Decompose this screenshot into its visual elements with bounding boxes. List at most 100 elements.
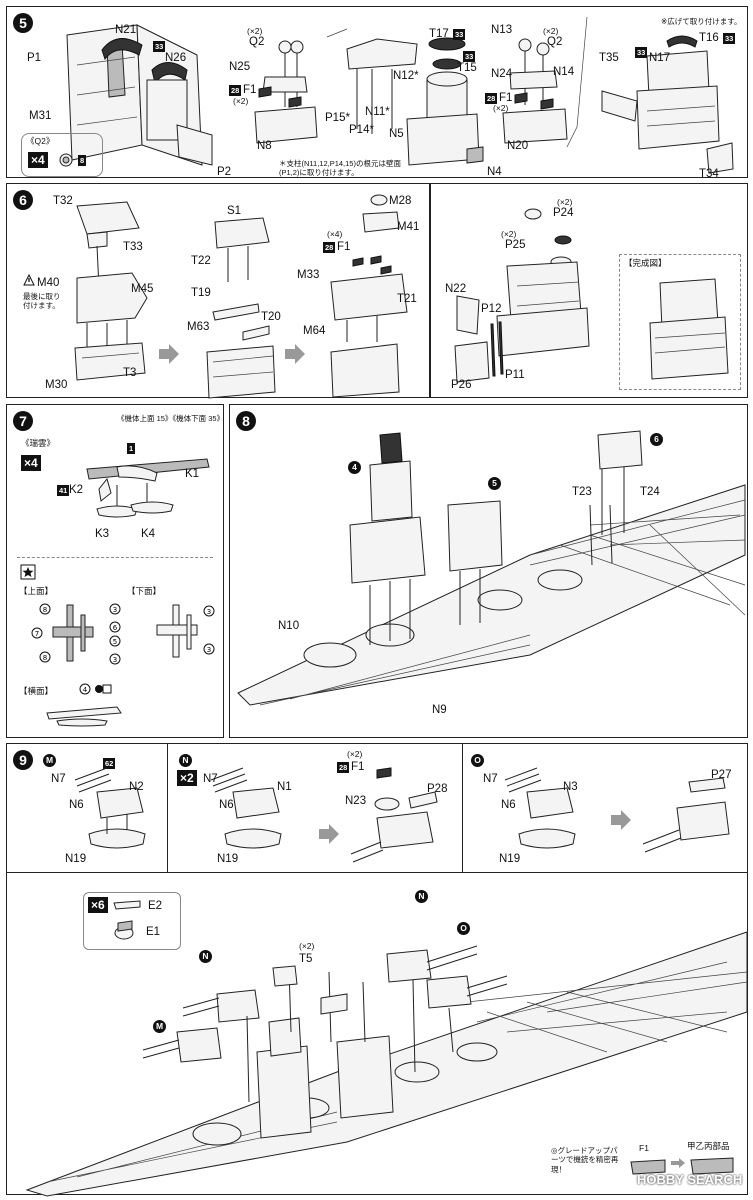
sub-assembly-5: 5 bbox=[488, 477, 501, 490]
watermark: HOBBY SEARCH bbox=[637, 1172, 743, 1187]
final-hull-drawing bbox=[25, 931, 748, 1197]
bottom-view-drawing: 3 3 bbox=[156, 604, 215, 658]
label-N9: N9 bbox=[432, 704, 447, 716]
label-P2: P2 bbox=[217, 166, 232, 178]
label-Q2a: Q2 bbox=[249, 36, 265, 48]
sub-assembly-4: 4 bbox=[348, 461, 361, 474]
label-N8: N8 bbox=[257, 140, 272, 152]
tag-28b: 28 bbox=[485, 93, 498, 104]
label-M41: M41 bbox=[397, 221, 420, 233]
label-F1-s6: F1 bbox=[337, 241, 351, 253]
warning-icon bbox=[23, 273, 35, 286]
label-N13: N13 bbox=[491, 24, 513, 36]
label-M63: M63 bbox=[187, 321, 210, 333]
label-o-N3: N3 bbox=[563, 781, 578, 793]
completed-view-label: 【完成図】 bbox=[624, 258, 667, 268]
turret-o-completed-drawing bbox=[642, 777, 730, 853]
label-T17: T17 bbox=[429, 28, 449, 40]
svg-text:7: 7 bbox=[35, 630, 39, 638]
label-P24: P24 bbox=[553, 207, 574, 219]
group-n-multiplier: ×2 bbox=[177, 770, 197, 786]
m41-assembly-drawing bbox=[330, 194, 408, 398]
p24-x2: (×2) bbox=[557, 197, 573, 207]
tower-assembly-drawing bbox=[346, 37, 484, 166]
label-Q2b: Q2 bbox=[547, 36, 563, 48]
label-n-P28: P28 bbox=[427, 783, 448, 795]
star-icon bbox=[20, 564, 36, 580]
label-P11: P11 bbox=[505, 369, 525, 381]
top-view-label: 【上面】 bbox=[19, 586, 54, 596]
q2-inset: 《Q2》 ×4 8 bbox=[21, 133, 103, 177]
label-T3: T3 bbox=[123, 367, 137, 379]
group-divider-1 bbox=[167, 744, 168, 872]
q2-part-icon bbox=[59, 153, 73, 167]
label-T32: T32 bbox=[53, 195, 73, 207]
label-P14: P14* bbox=[349, 124, 374, 136]
label-o-N6: N6 bbox=[501, 799, 516, 811]
top-view-drawing: 8 7 8 3 6 5 3 bbox=[31, 603, 121, 665]
label-m-N19: N19 bbox=[65, 853, 87, 865]
label-T24: T24 bbox=[640, 486, 660, 498]
label-T35: T35 bbox=[599, 52, 619, 64]
arrow-icon bbox=[285, 344, 305, 364]
tag-28d: 28 bbox=[337, 762, 350, 773]
svg-text:3: 3 bbox=[113, 606, 117, 614]
label-M30: M30 bbox=[45, 379, 68, 391]
label-P1: P1 bbox=[27, 52, 42, 64]
step-number: 5 bbox=[13, 13, 33, 33]
label-T34: T34 bbox=[699, 168, 719, 180]
step-6-panel: 6 T32 T33 M40 最後に取り付けます。 M45 M30 T3 S1 T… bbox=[6, 183, 748, 399]
label-E1: E1 bbox=[146, 926, 161, 938]
footer-parts-drawing bbox=[630, 1157, 734, 1175]
tag-33b: 33 bbox=[453, 29, 466, 40]
label-N20: N20 bbox=[507, 140, 529, 152]
footer-kou: 甲乙丙部品 bbox=[687, 1141, 730, 1151]
step-9-panel: 9 M 62 N7 N6 N2 N19 N ×2 N7 N6 N1 N19 (×… bbox=[6, 743, 748, 1197]
footer-F1: F1 bbox=[639, 1143, 649, 1153]
label-M28: M28 bbox=[389, 195, 412, 207]
n-f1-x2: (×2) bbox=[347, 749, 363, 759]
zoom-guide-lines bbox=[326, 16, 588, 148]
step-number: 7 bbox=[13, 411, 33, 431]
label-n-N7: N7 bbox=[203, 773, 218, 785]
step-6-divider bbox=[429, 184, 431, 397]
label-N21: N21 bbox=[115, 24, 137, 36]
label-T15: T15 bbox=[457, 62, 477, 74]
label-E2: E2 bbox=[148, 900, 163, 912]
group-o-badge: O bbox=[471, 754, 484, 767]
hull-turret-m-badge: M bbox=[153, 1020, 166, 1033]
arrow-icon bbox=[319, 824, 339, 844]
label-T20: T20 bbox=[261, 311, 281, 323]
label-m-N6: N6 bbox=[69, 799, 84, 811]
svg-text:3: 3 bbox=[113, 656, 117, 664]
s1-assembly-drawing bbox=[206, 217, 276, 399]
svg-text:6: 6 bbox=[113, 624, 118, 632]
label-T33: T33 bbox=[123, 241, 143, 253]
label-M31: M31 bbox=[29, 110, 52, 122]
label-K4: K4 bbox=[141, 528, 156, 540]
label-N26: N26 bbox=[165, 52, 187, 64]
color-note: 《機体上面 15》《機体下面 35》 bbox=[117, 414, 225, 423]
label-o-N19: N19 bbox=[499, 853, 521, 865]
svg-text:8: 8 bbox=[43, 654, 47, 662]
tag-33e: 33 bbox=[635, 47, 648, 58]
section-divider bbox=[17, 557, 213, 558]
label-T23: T23 bbox=[572, 486, 592, 498]
tag-28a: 28 bbox=[229, 85, 242, 96]
completed-view-drawing bbox=[649, 278, 729, 380]
label-n-N1: N1 bbox=[277, 781, 292, 793]
svg-text:4: 4 bbox=[83, 686, 88, 694]
completed-tower-drawing bbox=[601, 35, 734, 174]
turret-o-drawing bbox=[504, 767, 576, 849]
label-n-N6: N6 bbox=[219, 799, 234, 811]
aircraft-multiplier: ×4 bbox=[21, 455, 41, 471]
label-F1b: F1 bbox=[499, 92, 513, 104]
group-divider-2 bbox=[462, 744, 463, 872]
svg-text:8: 8 bbox=[43, 606, 47, 614]
label-N17: N17 bbox=[649, 52, 671, 64]
bridge-base-drawing bbox=[66, 24, 213, 166]
upgrade-note: ◎グレードアップパーツで機銃を精密再現！ bbox=[551, 1146, 619, 1174]
step-5-panel: 5 P1 N21 33 N26 M31 P2 《Q2》 ×4 8 (×2) Q2… bbox=[6, 6, 748, 180]
warning-note: 最後に取り付けます。 bbox=[23, 292, 61, 311]
p25-x2: (×2) bbox=[501, 229, 517, 239]
